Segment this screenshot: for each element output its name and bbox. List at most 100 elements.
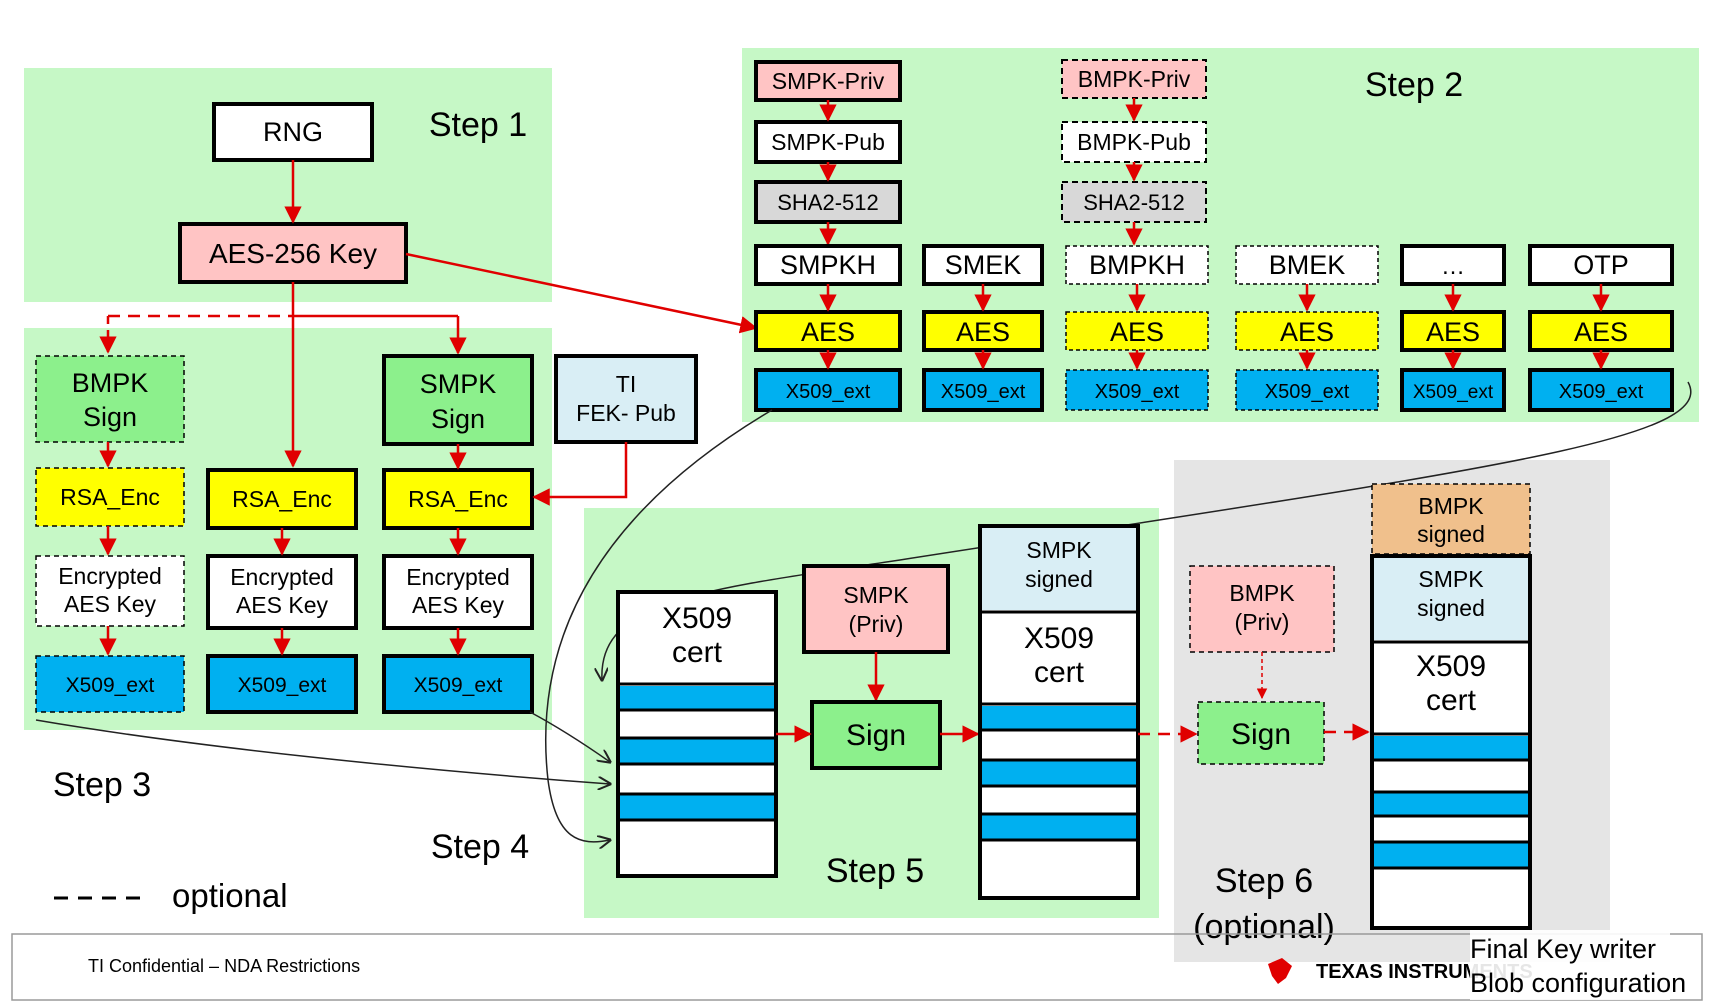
bmpk-sign-box — [35, 355, 185, 443]
encrypted-aes-key-label-2-smpk: AES Key — [412, 592, 505, 618]
bmpk-pub-box — [1061, 121, 1207, 163]
aes-box-otp — [1528, 310, 1674, 352]
encrypted-aes-key-label-2-middle: AES Key — [236, 592, 329, 618]
x509-cert-final-label-a: X509 — [1416, 650, 1486, 683]
smpk-signed-final-label-1: SMPK — [1418, 566, 1484, 592]
step1-label: Step 1 — [429, 106, 527, 144]
x509-cert-1-label-b: cert — [672, 636, 723, 669]
ti-logo-icon — [1268, 958, 1292, 984]
step3-ext-to-cert-curve — [529, 711, 610, 762]
cert-1-ext-stripe — [620, 686, 774, 710]
bmpk-priv-step6-label-1: BMPK — [1229, 580, 1295, 606]
aes-box-bmpkh — [1065, 311, 1209, 351]
step3-to-cert-curve — [35, 719, 610, 784]
smpk-sign-label-2: Sign — [431, 404, 485, 434]
x509-ext-box-smek — [922, 368, 1044, 412]
encrypted-aes-key-box-middle — [206, 554, 358, 630]
smpk-priv-box-step5 — [802, 564, 950, 654]
aes-label-bmpkh: AES — [1110, 317, 1164, 347]
footer-frame — [11, 933, 1703, 1001]
step4-label: Step 4 — [431, 828, 529, 866]
bmpk-signed-label-1: BMPK — [1418, 493, 1484, 519]
bmpk-sha-label: SHA2-512 — [1083, 190, 1185, 215]
x509-cert-2-label-a: X509 — [1024, 622, 1094, 655]
step6-label: Step 6 — [1215, 862, 1313, 900]
bmek-box — [1235, 245, 1379, 285]
aes-256-key-box — [178, 222, 408, 284]
aes-box-bmek — [1235, 311, 1379, 351]
bmpk-sign-label-2: Sign — [83, 402, 137, 432]
rsa-enc-label-bmpk: RSA_Enc — [60, 484, 160, 510]
step2-panel — [742, 48, 1699, 422]
x509-ext-label-bmpk: X509_ext — [66, 674, 155, 697]
cert-1-ext-stripe — [620, 738, 774, 764]
step6-optional-label: (optional) — [1193, 908, 1335, 946]
x509-ext-label-smpkh: X509_ext — [786, 381, 871, 403]
aes-label-smek: AES — [956, 317, 1010, 347]
x509-cert-2-label-b: cert — [1034, 656, 1085, 689]
smpk-signed-final-label-2: signed — [1417, 595, 1485, 621]
x509-ext-label-middle: X509_ext — [238, 674, 327, 697]
encrypted-aes-key-label-1-middle: Encrypted — [230, 564, 334, 590]
bmpk-signed-label-2: signed — [1417, 521, 1485, 547]
bmpk-pub-label: BMPK-Pub — [1077, 129, 1191, 155]
ti-fek-pub-label-1: TI — [616, 371, 636, 397]
x509-ext-label-ellipsis: X509_ext — [1413, 382, 1494, 403]
x509-ext-box-smpkh — [754, 368, 902, 412]
bmek-label: BMEK — [1269, 250, 1346, 280]
optional-legend-label: optional — [172, 877, 288, 914]
step5-label: Step 5 — [826, 852, 924, 890]
x509-ext-label-otp: X509_ext — [1559, 381, 1644, 403]
bmpk-priv-box — [1061, 59, 1207, 99]
sign-step5-label: Sign — [846, 719, 906, 752]
bmpk-priv-label: BMPK-Priv — [1078, 66, 1191, 92]
rsa-enc-box-middle — [206, 468, 358, 530]
smpk-priv-box — [754, 60, 902, 102]
ellipsis-label: … — [1441, 253, 1465, 280]
smpk-sign-label-1: SMPK — [420, 369, 497, 399]
smek-label: SMEK — [945, 250, 1022, 280]
x509-ext-box-bmpkh — [1065, 369, 1209, 411]
aes-label-bmek: AES — [1280, 317, 1334, 347]
x509-ext-label-smpk: X509_ext — [414, 674, 503, 697]
signed-cert-ext-stripe — [982, 814, 1136, 840]
smpk-sign-box — [382, 354, 534, 446]
x509-ext-box-middle — [206, 654, 358, 714]
signed-cert-ext-stripe — [982, 706, 1136, 730]
final-cert-ext-stripe — [1374, 736, 1528, 760]
x509-ext-box-bmpk — [35, 655, 185, 713]
bmpkh-label: BMPKH — [1089, 250, 1185, 280]
ti-fek-to-rsa-arrow — [532, 442, 628, 506]
encrypted-aes-key-label-1-smpk: Encrypted — [406, 564, 510, 590]
smpk-signed-label-2: signed — [1025, 566, 1093, 592]
x509-ext-box-otp — [1528, 368, 1674, 412]
smpk-priv-step5-label-2: (Priv) — [849, 611, 904, 637]
smpk-sha-box — [754, 180, 902, 224]
aes-label-ellipsis: AES — [1426, 317, 1480, 347]
aes-label-otp: AES — [1574, 317, 1628, 347]
caption-line-2: Blob configuration — [1470, 968, 1686, 998]
x509-ext-label-bmpkh: X509_ext — [1095, 381, 1180, 403]
otp-label: OTP — [1573, 250, 1629, 280]
bmpk-priv-step6-label-2: (Priv) — [1235, 609, 1290, 635]
caption-backdrop — [1470, 930, 1670, 1000]
step2-ext-to-cert-curve — [544, 409, 773, 842]
x509-cert-final-label-b: cert — [1426, 684, 1477, 717]
rsa-enc-box-smpk — [382, 468, 534, 530]
encrypted-aes-key-box-smpk — [382, 554, 534, 630]
rng-box — [212, 102, 374, 162]
signed-cert-ext-stripe — [982, 760, 1136, 786]
bmpk-priv-box-step6 — [1189, 565, 1335, 653]
rsa-enc-label-middle: RSA_Enc — [232, 486, 332, 512]
cert-1-ext-stripe — [620, 794, 774, 820]
x509-cert-1-label-a: X509 — [662, 602, 732, 635]
bmpkh-box — [1065, 245, 1209, 285]
step3-label: Step 3 — [53, 766, 151, 804]
ti-fek-pub-box — [554, 354, 698, 444]
rsa-enc-label-smpk: RSA_Enc — [408, 486, 508, 512]
aes-label-smpkh: AES — [801, 317, 855, 347]
final-cert-ext-stripe — [1374, 842, 1528, 868]
smpk-sha-label: SHA2-512 — [777, 190, 879, 215]
final-cert-ext-stripe — [1374, 792, 1528, 816]
